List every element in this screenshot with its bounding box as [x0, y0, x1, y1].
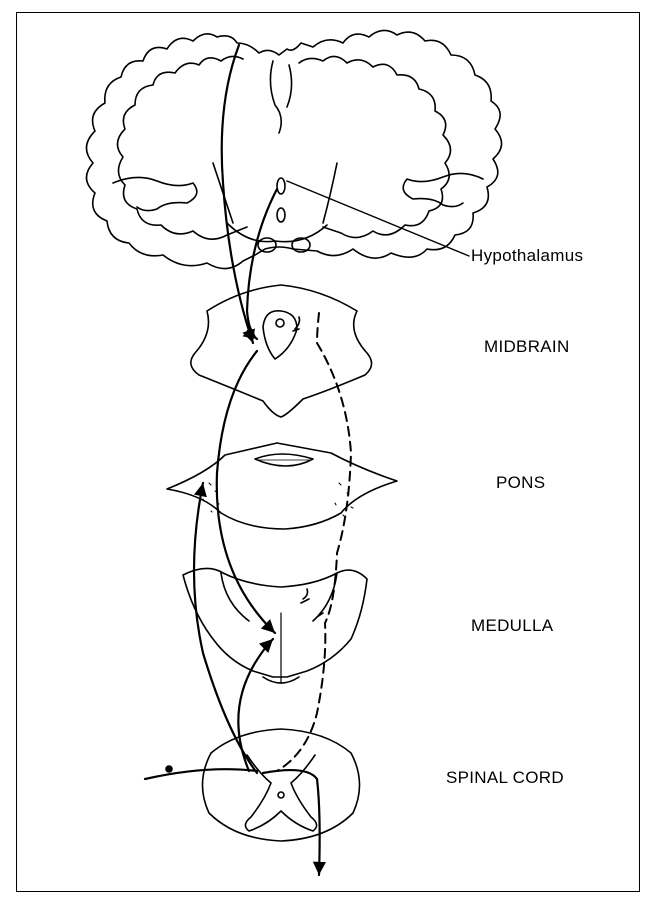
pain-pathway-diagram: [17, 13, 641, 893]
cerebral-aqueduct: [263, 311, 297, 359]
dorsal-root-ganglion: [166, 766, 172, 772]
spinal-to-pons-line: [194, 483, 257, 773]
left-sylvian-fissure: [113, 177, 197, 210]
right-ventricle-line: [323, 163, 337, 223]
pons-stipple-right: [335, 483, 353, 516]
cerebrum-outer-outline: [86, 30, 501, 268]
hypothalamic-pathway-line: [247, 189, 277, 339]
fornix-arc: [227, 223, 327, 242]
mammillary-left: [258, 238, 276, 252]
label-hypothalamus: Hypothalamus: [471, 246, 583, 266]
afferent-fiber-line: [145, 769, 257, 779]
label-pons: PONS: [496, 473, 545, 493]
right-sylvian-fissure: [403, 173, 483, 206]
gray-matter: [245, 755, 316, 831]
central-sulcus-mid: [270, 61, 291, 133]
label-spinal-cord: SPINAL CORD: [446, 768, 564, 788]
descending-dashed-pathway: [277, 313, 351, 771]
third-ventricle-oval: [277, 208, 285, 222]
spinal-cord-section: [202, 729, 359, 841]
midbrain-section: [191, 285, 372, 417]
figure-frame: Hypothalamus MIDBRAIN PONS MEDULLA SPINA…: [16, 12, 640, 892]
cerebrum-inner-outline-right: [299, 56, 451, 237]
hypothalamus-nucleus: [277, 178, 285, 194]
label-medulla: MEDULLA: [471, 616, 553, 636]
medulla-synapse-mark: [301, 589, 309, 603]
medulla-section: [183, 568, 367, 683]
label-midbrain: MIDBRAIN: [484, 337, 570, 357]
cerebrum-section: [86, 30, 501, 268]
